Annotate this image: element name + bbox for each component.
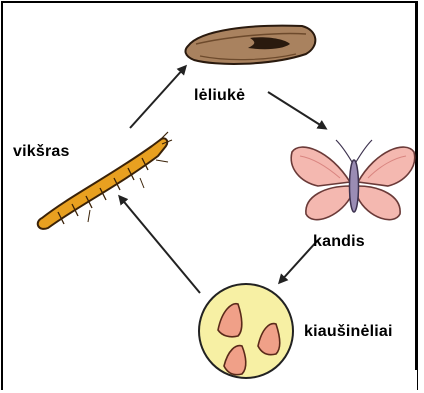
- eggs-illustration: [199, 284, 293, 378]
- larva-label: vikšras: [13, 143, 70, 161]
- moth-label: kandis: [313, 233, 365, 251]
- arrow-pupa-to-moth: [268, 92, 325, 128]
- eggs-label: kiaušinėliai: [304, 323, 393, 341]
- arrow-eggs-to-larva: [120, 197, 200, 293]
- pupa-illustration: [186, 26, 316, 64]
- moth-illustration: [291, 140, 414, 220]
- pupa-label: lėliukė: [194, 87, 245, 105]
- arrow-larva-to-pupa: [130, 67, 185, 128]
